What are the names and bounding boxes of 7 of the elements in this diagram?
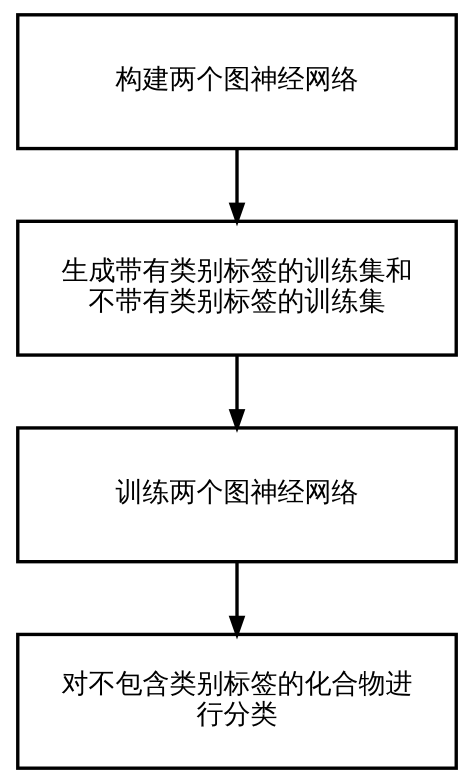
- node-box: 训练两个图神经网络: [16, 426, 458, 564]
- node-box: 对不包含类别标签的化合物进行分类: [16, 632, 458, 770]
- arrow: [228, 355, 246, 433]
- node-box: 构建两个图神经网络: [16, 13, 458, 150]
- node-box: 生成带有类别标签的训练集和不带有类别标签的训练集: [16, 220, 458, 357]
- arrow: [228, 148, 246, 226]
- arrow: [228, 562, 246, 640]
